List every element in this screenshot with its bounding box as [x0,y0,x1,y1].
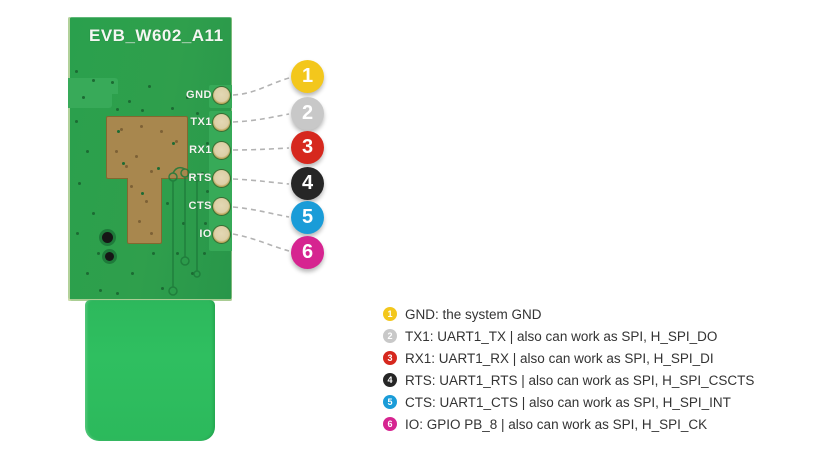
legend-dot-6: 6 [383,417,397,431]
legend-text-io: IO: GPIO PB_8 | also can work as SPI, H_… [405,416,708,432]
legend-row-tx1: 2 TX1: UART1_TX | also can work as SPI, … [383,325,717,347]
legend-row-gnd: 1 GND: the system GND [383,303,542,325]
pin-label-cts: CTS [188,200,212,212]
pad-rx1 [213,141,230,159]
pad-tx1 [213,113,230,131]
legend-row-rx1: 3 RX1: UART1_RX | also can work as SPI, … [383,347,714,369]
legend-text-gnd: GND: the system GND [405,306,542,322]
legend-row-rts: 4 RTS: UART1_RTS | also can work as SPI,… [383,369,754,391]
legend-text-rx1: RX1: UART1_RX | also can work as SPI, H_… [405,350,714,366]
callout-6: 6 [291,236,324,269]
board-title: EVB_W602_A11 [89,26,224,45]
pcb-traces [168,166,201,296]
legend-dot-2: 2 [383,329,397,343]
callout-2: 2 [291,97,324,130]
legend-row-io: 6 IO: GPIO PB_8 | also can work as SPI, … [383,413,707,435]
pcb-board: EVB_W602_A11 GND TX1 RX1 RT [68,17,232,301]
pin-label-tx1: TX1 [190,116,212,128]
legend-text-tx1: TX1: UART1_TX | also can work as SPI, H_… [405,328,718,344]
pad-cts [213,197,230,215]
legend-row-cts: 5 CTS: UART1_CTS | also can work as SPI,… [383,391,731,413]
callout-3: 3 [291,131,324,164]
legend-text-rts: RTS: UART1_RTS | also can work as SPI, H… [405,372,755,388]
callout-1: 1 [291,60,324,93]
usb-connector-tab [85,300,215,441]
antenna-copper-area [106,116,188,179]
pad-gnd [213,86,230,104]
mounting-hole [102,232,113,243]
pin-label-gnd: GND [186,89,212,101]
pin-label-rx1: RX1 [189,144,212,156]
pin-label-rts: RTS [188,172,212,184]
pin-label-io: IO [199,228,212,240]
callout-4: 4 [291,167,324,200]
callout-5: 5 [291,201,324,234]
legend-dot-1: 1 [383,307,397,321]
legend-dot-4: 4 [383,373,397,387]
shield-outline-region [68,78,118,94]
shield-outline-region [68,92,112,108]
antenna-copper-stem [127,178,162,244]
pad-rts [213,169,230,187]
pad-io [213,225,230,243]
mounting-hole [105,252,114,261]
legend-dot-3: 3 [383,351,397,365]
legend-text-cts: CTS: UART1_CTS | also can work as SPI, H… [405,394,731,410]
legend-dot-5: 5 [383,395,397,409]
